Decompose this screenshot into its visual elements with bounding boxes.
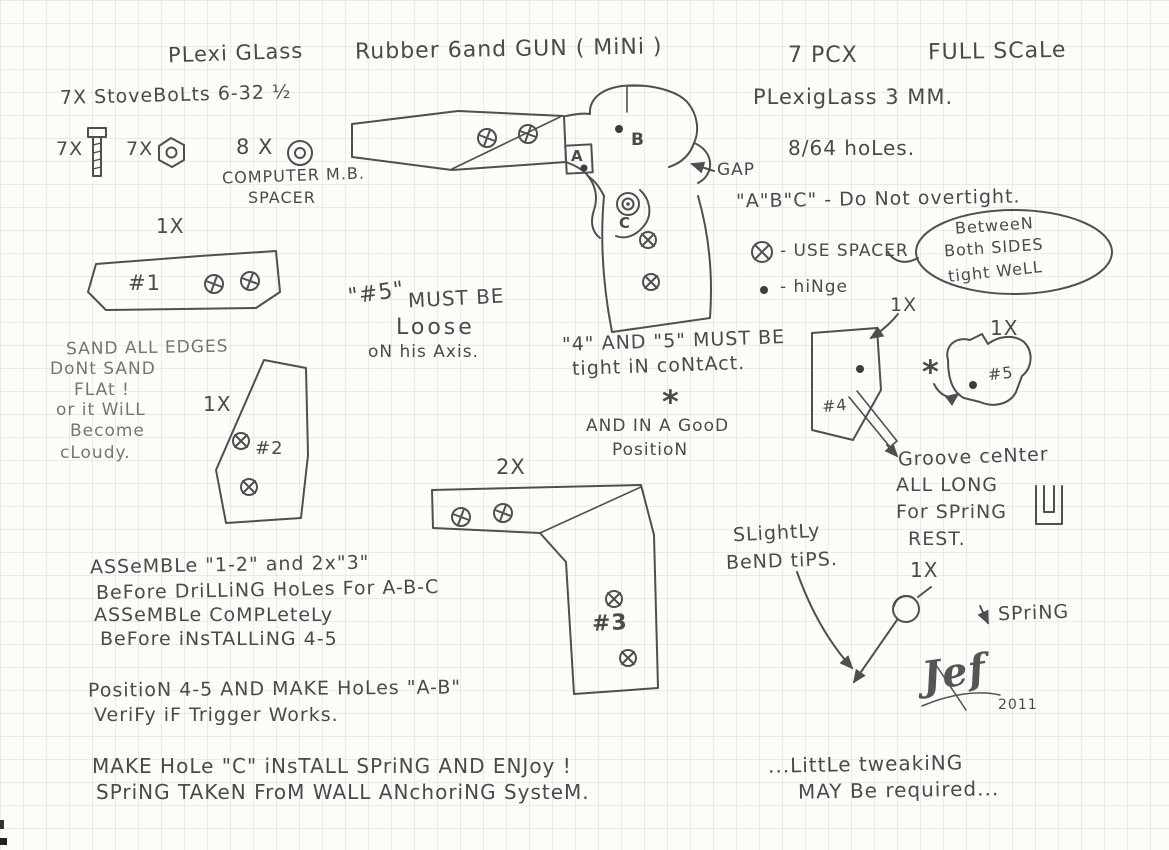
sand-note-line2: DoNt SAND — [50, 359, 156, 379]
piece3-outline — [431, 484, 659, 695]
hinge-legend-label: - hiNge — [780, 277, 849, 297]
bolt-qty: 7X — [56, 138, 84, 160]
piece2-outline — [215, 359, 309, 524]
spacer-legend-label: - USE SPACER — [780, 241, 909, 261]
stove-bolt-icon — [87, 127, 107, 177]
groove-note-line3: For SPriNG — [896, 501, 1007, 523]
sand-note-line4: or it WiLL — [56, 400, 146, 420]
loose-note-line2: Loose — [396, 315, 475, 340]
piece5-outline — [946, 333, 1032, 406]
cloud-bubble — [887, 209, 1113, 295]
piece4-star: * — [922, 353, 940, 391]
piece5-label: #5 — [986, 362, 1015, 385]
gun-label-a: A — [571, 147, 584, 165]
gap-arrow — [690, 161, 715, 174]
piece3-label: #3 — [591, 610, 629, 637]
gun-label-b: B — [631, 130, 645, 150]
sand-note-line5: Become — [70, 421, 145, 441]
spring-label: SPriNG — [997, 600, 1070, 626]
assembly-line6: VeriFy iF Trigger Works. — [94, 704, 339, 726]
holes-spec: 8/64 hoLes. — [788, 136, 916, 160]
spring-qty: 1X — [910, 558, 939, 582]
piece4-qty: 1X — [890, 294, 918, 316]
groove-rest-icon — [1035, 485, 1063, 525]
assembly-line3: ASSeMBLe CoMPLeteLy — [94, 604, 334, 626]
bend-note-line2: BeND tiPS. — [725, 548, 839, 574]
spacer-hole-legend-icon — [751, 241, 773, 263]
plexiglass-spec: PLexigLass 3 MM. — [753, 85, 954, 109]
piece4-label: #4 — [821, 394, 849, 417]
piece1-qty: 1X — [156, 214, 185, 238]
spacer-name-line2: SPACER — [248, 188, 316, 207]
loose-note-line3: oN his Axis. — [368, 342, 479, 362]
tweak-note-line2: MAY Be required... — [797, 776, 1000, 804]
sand-note-line3: FLAt ! — [74, 380, 130, 400]
loose-note-line1: MUST BE — [407, 283, 506, 313]
piece2-label: #2 — [255, 438, 284, 459]
scan-artifact — [0, 820, 4, 829]
tight-note-line3: AND IN A GooD — [586, 416, 730, 436]
assembly-line8: SPriNG TAKeN FroM WALL ANchoriNG SysteM. — [96, 780, 590, 804]
tight-note-line4: PositioN — [612, 440, 689, 460]
piece5-qty: 1X — [990, 316, 1019, 340]
gap-label: GAP — [717, 160, 756, 180]
assembly-line4: BeFore iNsTALLiNG 4-5 — [100, 628, 338, 650]
hinge-dot-legend-icon — [760, 286, 768, 294]
slot-to-groove-arrow — [884, 443, 899, 458]
signature-cross-stroke — [933, 661, 967, 711]
assembly-line5: PositioN 4-5 AND MAKE HoLes "A-B" — [87, 676, 462, 702]
spring-label-arrow — [977, 605, 989, 625]
spacer-icon — [287, 140, 313, 166]
gun-label-c: C — [619, 214, 632, 232]
piece3-qty: 2X — [496, 455, 526, 479]
tight-note-star: * — [662, 383, 680, 421]
nut-icon — [158, 137, 185, 168]
groove-note-line4: REST. — [908, 528, 966, 550]
piece1-label: #1 — [128, 271, 161, 295]
title-scale: FULL SCaLe — [927, 37, 1067, 66]
title-main: Rubber 6and GUN ( MiNi ) — [354, 34, 663, 65]
scan-artifact — [0, 838, 7, 845]
trigger-spiral-icon — [616, 192, 640, 216]
piece1-outline — [87, 250, 281, 311]
sand-note-line6: cLoudy. — [60, 443, 131, 463]
signature-flourish — [921, 692, 1001, 707]
nut-qty: 7X — [126, 138, 154, 160]
sand-note-line1: SAND ALL EDGES — [65, 336, 229, 360]
spring-sketch — [852, 586, 932, 684]
signature-name: Jef — [918, 644, 990, 701]
qty-to-piece4-arrow — [869, 313, 899, 340]
title-material: PLexi GLass — [167, 38, 304, 68]
bend-tips-arrow — [796, 571, 854, 670]
title-piece-count: 7 PCX — [788, 43, 858, 68]
assembly-line7: MAKE HoLe "C" iNsTALL SPriNG AND ENJoy ! — [92, 754, 572, 778]
spacer-qty: 8 X — [236, 135, 274, 159]
tweak-note-line1: ...LittLe tweakiNG — [767, 750, 964, 778]
piece4-outline — [811, 327, 898, 448]
gun-barrel-outline — [351, 110, 567, 171]
gun-body-outline — [564, 84, 712, 333]
star-to-piece5-arrow — [933, 383, 960, 406]
piece2-qty: 1X — [203, 392, 232, 416]
signature-year: 2011 — [998, 697, 1038, 713]
groove-note-line2: ALL LONG — [896, 474, 999, 496]
